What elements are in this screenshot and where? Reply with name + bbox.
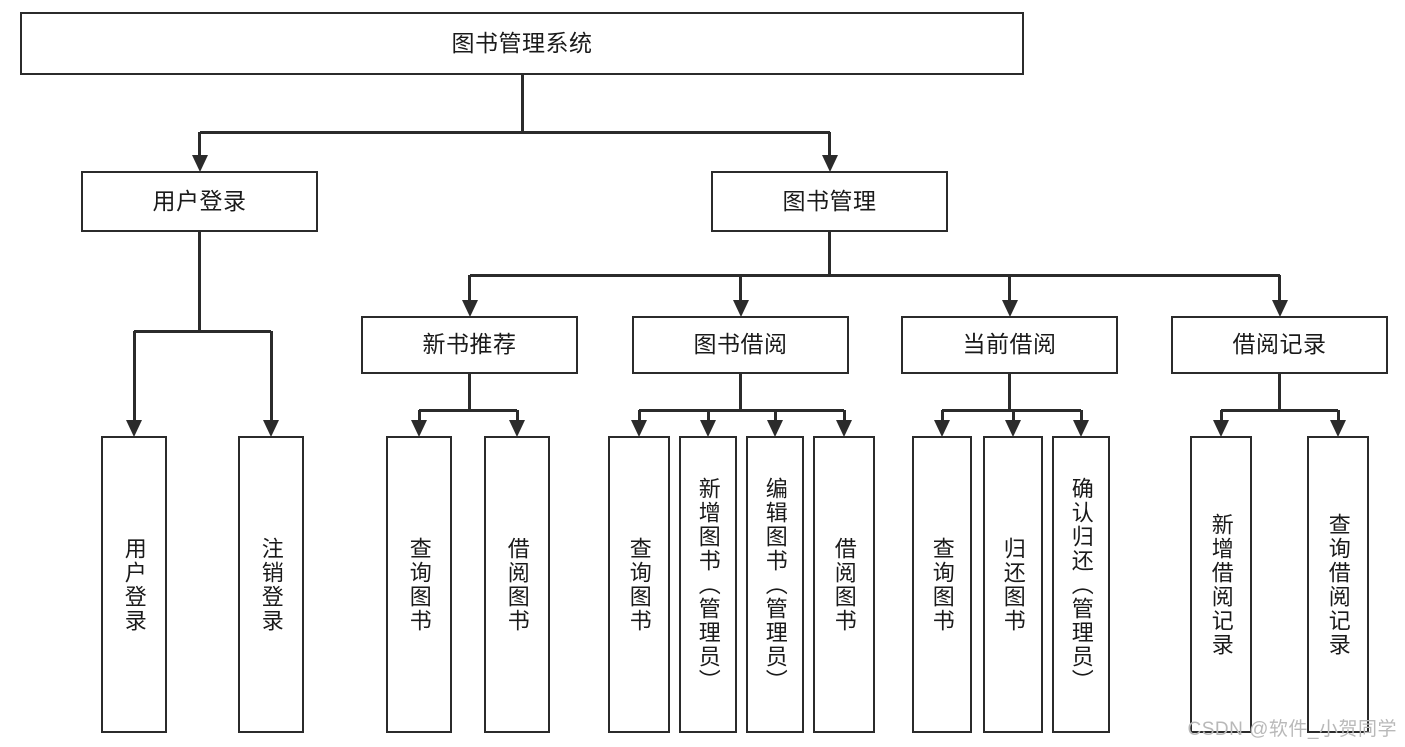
connector-drop-l3-2-2 (1079, 410, 1083, 421)
connector-drop-root-1 (828, 132, 831, 156)
connector-drop-user-login-1 (269, 331, 273, 421)
arrowhead-icon-book-manage-3 (1271, 300, 1288, 317)
arrowhead-icon-l3-1-1 (700, 420, 716, 437)
node-图书借阅[interactable]: 图书借阅 (632, 316, 849, 374)
arrowhead-icon-l3-3-0 (1213, 420, 1229, 437)
node-label: 借阅图书 (831, 536, 857, 633)
node-leaf-新增图书[interactable]: 新增图书（管理员） (679, 436, 737, 733)
connector-stem-l3-3 (1278, 374, 1281, 410)
connector-drop-book-manage-0 (468, 275, 471, 301)
connector-stem-user-login (198, 232, 201, 331)
node-label: 用户登录 (121, 536, 147, 633)
arrowhead-icon-l3-2-1 (1005, 420, 1021, 437)
connector-drop-l3-1-2 (773, 410, 777, 421)
connector-stem-root (520, 75, 524, 132)
arrowhead-icon-l3-1-2 (767, 420, 783, 437)
node-label: 查询借阅记录 (1325, 512, 1351, 657)
arrowhead-icon-book-manage-1 (732, 300, 749, 317)
node-label: 新增图书（管理员） (695, 476, 721, 693)
connector-drop-l3-1-1 (706, 410, 710, 421)
connector-drop-l3-3-0 (1219, 410, 1223, 421)
node-图书管理[interactable]: 图书管理 (711, 171, 948, 232)
arrowhead-icon-root-0 (191, 155, 208, 172)
node-leaf-查询图书-2[interactable]: 查询图书 (608, 436, 670, 733)
node-label: 查询图书 (406, 536, 432, 633)
arrowhead-icon-user-login-0 (126, 420, 142, 437)
node-label: 借阅记录 (1232, 331, 1327, 358)
connector-drop-book-manage-1 (739, 275, 742, 301)
node-label: 用户登录 (152, 187, 247, 214)
connector-stem-l3-1 (739, 374, 742, 410)
node-root-图书管理系统[interactable]: 图书管理系统 (20, 12, 1024, 75)
node-当前借阅[interactable]: 当前借阅 (901, 316, 1118, 374)
watermark-text: CSDN @软件_小贺同学 (1187, 719, 1397, 740)
arrowhead-icon-l3-0-1 (509, 420, 525, 437)
node-label: 查询图书 (626, 536, 652, 633)
connector-drop-book-manage-2 (1008, 275, 1011, 301)
node-leaf-用户登录[interactable]: 用户登录 (101, 436, 167, 733)
arrowhead-icon-l3-1-3 (836, 420, 852, 437)
node-label: 图书借阅 (693, 331, 788, 358)
connector-drop-l3-3-1 (1336, 410, 1340, 421)
node-借阅记录[interactable]: 借阅记录 (1171, 316, 1388, 374)
connector-bar-l3-0 (419, 408, 517, 412)
connector-stem-l3-0 (468, 374, 471, 410)
node-label: 编辑图书（管理员） (762, 476, 788, 693)
connector-drop-l3-2-0 (940, 410, 944, 421)
connector-drop-book-manage-3 (1278, 275, 1281, 301)
node-leaf-查询图书-3[interactable]: 查询图书 (912, 436, 972, 733)
node-leaf-确认归还[interactable]: 确认归还（管理员） (1052, 436, 1110, 733)
connector-drop-l3-2-1 (1011, 410, 1015, 421)
arrowhead-icon-l3-2-2 (1073, 420, 1089, 437)
node-label: 当前借阅 (962, 331, 1057, 358)
node-label: 图书管理 (782, 187, 877, 214)
connector-stem-book-manage (828, 232, 831, 275)
node-leaf-查询借阅记录[interactable]: 查询借阅记录 (1307, 436, 1369, 733)
node-label: 新增借阅记录 (1208, 512, 1234, 657)
connector-stem-l3-2 (1008, 374, 1011, 410)
node-label: 确认归还（管理员） (1068, 476, 1094, 693)
node-label: 注销登录 (258, 536, 284, 633)
connector-drop-l3-0-0 (417, 410, 421, 421)
node-leaf-新增借阅记录[interactable]: 新增借阅记录 (1190, 436, 1252, 733)
connector-bar-l3-1 (639, 408, 844, 412)
node-用户登录[interactable]: 用户登录 (81, 171, 318, 232)
node-leaf-查询图书-1[interactable]: 查询图书 (386, 436, 452, 733)
connector-drop-user-login-0 (132, 331, 136, 421)
node-leaf-归还图书[interactable]: 归还图书 (983, 436, 1043, 733)
node-label: 图书管理系统 (451, 29, 593, 56)
arrowhead-icon-l3-0-0 (411, 420, 427, 437)
connector-bar-l3-3 (1221, 408, 1338, 412)
arrowhead-icon-l3-1-0 (631, 420, 647, 437)
connector-bar-root (199, 130, 830, 134)
arrowhead-icon-root-1 (821, 155, 838, 172)
node-label: 归还图书 (1000, 536, 1026, 633)
connector-bar-book-manage (469, 273, 1280, 277)
node-leaf-借阅图书-2[interactable]: 借阅图书 (813, 436, 875, 733)
node-label: 借阅图书 (504, 536, 530, 633)
node-label: 查询图书 (929, 536, 955, 633)
node-label: 新书推荐 (422, 331, 517, 358)
connector-drop-l3-1-0 (637, 410, 641, 421)
connector-bar-user-login (134, 329, 271, 333)
node-leaf-注销登录[interactable]: 注销登录 (238, 436, 304, 733)
node-新书推荐[interactable]: 新书推荐 (361, 316, 578, 374)
connector-drop-l3-1-3 (842, 410, 846, 421)
connector-drop-root-0 (198, 132, 201, 156)
node-leaf-借阅图书-1[interactable]: 借阅图书 (484, 436, 550, 733)
arrowhead-icon-book-manage-2 (1001, 300, 1018, 317)
arrowhead-icon-user-login-1 (263, 420, 279, 437)
arrowhead-icon-l3-3-1 (1330, 420, 1346, 437)
arrowhead-icon-book-manage-0 (461, 300, 478, 317)
connector-drop-l3-0-1 (515, 410, 519, 421)
arrowhead-icon-l3-2-0 (934, 420, 950, 437)
node-leaf-编辑图书[interactable]: 编辑图书（管理员） (746, 436, 804, 733)
